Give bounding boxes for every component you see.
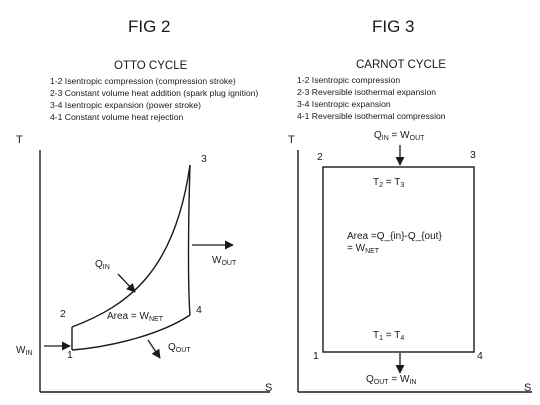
carnot-w-net-label: = WNET xyxy=(347,243,380,255)
carnot-q-in-label: QIN = WOUT xyxy=(374,130,425,142)
fig3-axes xyxy=(297,150,532,393)
w-in-label: WIN xyxy=(16,345,33,357)
otto-point-2: 2 xyxy=(60,308,66,320)
otto-path-4-1 xyxy=(71,314,191,351)
carnot-area-label: Area =Q_{in}-Q_{out} xyxy=(347,231,442,242)
q-in-label: QIN xyxy=(95,259,110,271)
carnot-q-out-label: QOUT = WIN xyxy=(366,374,417,386)
q-out-label: QOUT xyxy=(168,342,191,354)
fig2-step: 1-2 Isentropic compression (compression … xyxy=(50,76,236,86)
fig2-step: 3-4 Isentropic expansion (power stroke) xyxy=(50,100,201,110)
fig2-steps-list: 1-2 Isentropic compression (compression … xyxy=(50,75,258,123)
fig3-t-axis-label: T xyxy=(288,134,295,146)
fig2-title: FIG 2 xyxy=(128,17,171,36)
otto-path-2-3 xyxy=(71,164,191,328)
fig3-step: 2-3 Reversible isothermal expansion xyxy=(297,87,437,97)
carnot-point-1: 1 xyxy=(313,350,319,362)
fig2-step: 4-1 Constant volume heat rejection xyxy=(50,112,184,122)
carnot-t1-t4-label: T1 = T4 xyxy=(373,330,405,342)
fig3-step: 4-1 Reversible isothermal compression xyxy=(297,111,446,121)
fig2-s-axis-label: S xyxy=(265,382,273,394)
carnot-t2-t3-label: T2 = T3 xyxy=(373,177,405,189)
otto-point-4: 4 xyxy=(196,304,202,316)
fig2-axes xyxy=(39,150,270,393)
fig2-step: 2-3 Constant volume heat addition (spark… xyxy=(50,88,259,98)
q-in-arrow xyxy=(117,273,136,293)
fig3-step: 1-2 Isentropic compression xyxy=(297,75,401,85)
otto-path-3-4 xyxy=(187,164,191,316)
carnot-cycle-loop xyxy=(322,166,475,353)
fig2-t-axis-label: T xyxy=(16,134,23,146)
q-out-arrow xyxy=(147,339,161,359)
carnot-point-4: 4 xyxy=(477,350,483,362)
otto-point-1: 1 xyxy=(67,349,73,361)
carnot-point-3: 3 xyxy=(470,149,476,161)
fig3-cycle-name: CARNOT CYCLE xyxy=(356,59,446,71)
fig3-steps-list: 1-2 Isentropic compression 2-3 Reversibl… xyxy=(297,74,446,122)
carnot-point-2: 2 xyxy=(317,151,323,163)
fig3-title: FIG 3 xyxy=(372,17,415,36)
fig2-cycle-name: OTTO CYCLE xyxy=(114,60,188,72)
area-w-net-label: Area = WNET xyxy=(107,311,163,323)
fig3-s-axis-label: S xyxy=(524,382,532,394)
fig3-step: 3-4 Isentropic expansion xyxy=(297,99,391,109)
otto-point-3: 3 xyxy=(201,153,207,165)
otto-cycle-loop xyxy=(71,164,191,351)
fig2-arrows xyxy=(44,240,234,359)
w-out-label: WOUT xyxy=(212,255,237,267)
